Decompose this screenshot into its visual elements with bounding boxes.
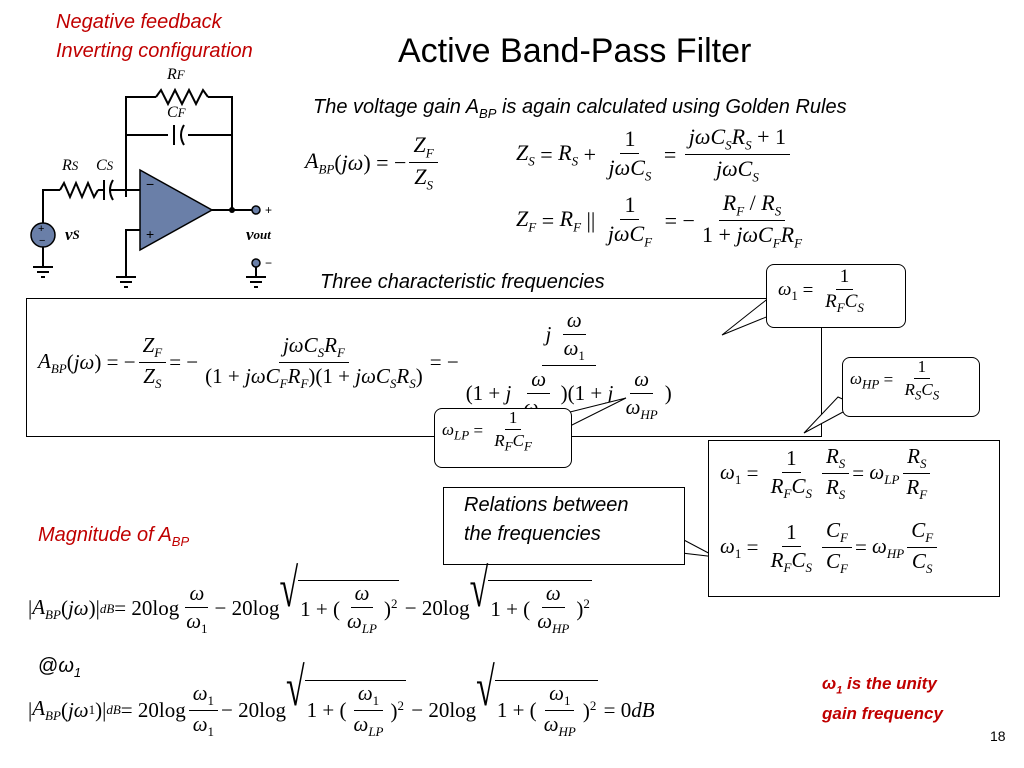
svg-text:−: − [265, 256, 272, 270]
unity-gain-line2: gain frequency [822, 704, 943, 724]
svg-text:+: + [146, 226, 154, 242]
relations-line2: the frequencies [464, 523, 601, 545]
relations-line1: Relations between [464, 494, 629, 516]
gain-formula-box [26, 298, 822, 437]
unity-gain-line1: ω1 is the unity [822, 674, 937, 697]
omega-hp-callout [842, 357, 980, 417]
at-omega1: @ω1 [38, 655, 82, 680]
svg-text:−: − [39, 235, 45, 247]
page-number: 18 [990, 728, 1006, 744]
relations-box [708, 440, 1000, 597]
gain-heading: The voltage gain ABP is again calculated… [313, 96, 847, 121]
frequencies-heading: Three characteristic frequencies [320, 271, 605, 293]
feedback-note-line2: Inverting configuration [56, 40, 253, 62]
omega-lp-callout [434, 408, 572, 468]
unity-gain-note: ω1 is the unity gain frequency [822, 672, 943, 726]
magnitude-heading: Magnitude of ABP [38, 524, 190, 549]
feedback-note-line1: Negative feedback [56, 11, 222, 33]
relations-callout-text: Relations between the frequencies [464, 491, 629, 549]
slide-title: Active Band-Pass Filter [398, 32, 752, 70]
circuit-diagram: + − − + + − [30, 87, 272, 288]
svg-text:+: + [38, 223, 44, 235]
feedback-note: Negative feedback Inverting configuratio… [56, 8, 253, 66]
svg-text:−: − [146, 176, 154, 192]
omega1-callout [766, 264, 906, 328]
svg-text:+: + [265, 203, 272, 217]
relations-callout [443, 487, 685, 565]
